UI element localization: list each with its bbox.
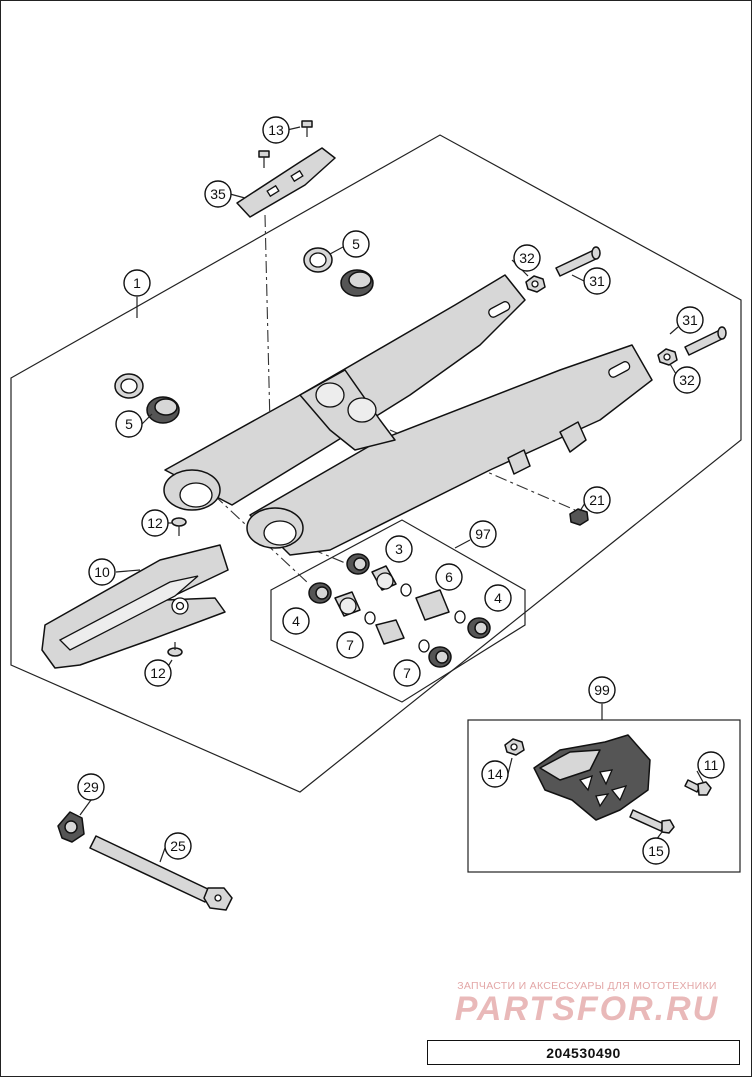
chain-guide-block <box>533 734 651 821</box>
callout-14: 14 <box>481 760 509 788</box>
callout-25: 25 <box>164 832 192 860</box>
kit-99-outline <box>467 719 741 873</box>
callout-13: 13 <box>262 116 290 144</box>
callout-31-upper: 31 <box>583 267 611 295</box>
screw-12-upper <box>171 517 187 536</box>
assembly-line-35 <box>264 214 271 426</box>
callout-7-right: 7 <box>393 659 421 687</box>
callout-32-lower: 32 <box>673 366 701 394</box>
svg-text:13: 13 <box>268 122 284 138</box>
svg-text:29: 29 <box>83 779 99 795</box>
svg-text:25: 25 <box>170 838 186 854</box>
callout-31-lower: 31 <box>676 306 704 334</box>
nut-21 <box>569 508 589 526</box>
svg-text:12: 12 <box>150 665 166 681</box>
callout-1: 1 <box>123 269 151 297</box>
chain-adjuster <box>57 811 85 843</box>
callout-4-left: 4 <box>282 607 310 635</box>
callout-12-lower: 12 <box>144 659 172 687</box>
part-number-box: 204530490 <box>427 1040 740 1065</box>
svg-text:14: 14 <box>487 766 503 782</box>
svg-text:32: 32 <box>679 372 695 388</box>
svg-text:97: 97 <box>475 526 491 542</box>
screw-13a <box>258 150 270 168</box>
cap-5-top <box>303 247 374 297</box>
watermark: ЗАПЧАСТИ И АКСЕССУАРЫ ДЛЯ МОТОТЕХНИКИ PA… <box>432 980 742 1029</box>
svg-text:10: 10 <box>94 564 110 580</box>
svg-text:7: 7 <box>403 665 411 681</box>
svg-text:15: 15 <box>648 843 664 859</box>
screw-12-lower <box>167 642 183 657</box>
callout-5-left: 5 <box>115 410 143 438</box>
callout-3: 3 <box>385 535 413 563</box>
callout-6: 6 <box>435 563 463 591</box>
callout-21: 21 <box>583 486 611 514</box>
chain-slider <box>41 544 229 669</box>
svg-text:31: 31 <box>682 312 698 328</box>
callout-32-upper: 32 <box>513 244 541 272</box>
leader-97 <box>454 539 471 549</box>
watermark-logo: PARTSFOR.RU <box>454 990 720 1028</box>
svg-text:3: 3 <box>395 541 403 557</box>
bolt-11 <box>684 779 712 796</box>
svg-text:4: 4 <box>292 613 300 629</box>
svg-text:32: 32 <box>519 250 535 266</box>
callout-4-right: 4 <box>484 584 512 612</box>
bolt-31-upper <box>555 246 601 277</box>
svg-text:35: 35 <box>210 186 226 202</box>
bolt-31-lower <box>684 326 727 356</box>
callout-97: 97 <box>469 520 497 548</box>
swingarm <box>163 274 653 556</box>
svg-text:6: 6 <box>445 569 453 585</box>
watermark-tagline: ЗАПЧАСТИ И АКСЕССУАРЫ ДЛЯ МОТОТЕХНИКИ <box>457 980 717 992</box>
callout-10: 10 <box>88 558 116 586</box>
screw-13b <box>301 120 313 137</box>
svg-text:21: 21 <box>589 492 605 508</box>
chain-guide <box>236 147 336 218</box>
svg-text:11: 11 <box>704 757 719 773</box>
svg-text:99: 99 <box>594 682 610 698</box>
nut-14 <box>504 738 525 756</box>
nut-32-lower <box>657 348 678 366</box>
bolt-15 <box>629 809 675 834</box>
nut-32-upper <box>525 275 546 293</box>
svg-text:4: 4 <box>494 590 502 606</box>
callout-99: 99 <box>588 676 616 704</box>
callout-7-left: 7 <box>336 631 364 659</box>
kit-1-outline <box>10 134 742 793</box>
svg-text:12: 12 <box>147 515 163 531</box>
svg-text:31: 31 <box>589 273 605 289</box>
svg-text:5: 5 <box>125 416 133 432</box>
cap-5-left <box>114 373 180 424</box>
bushing-kit-parts <box>308 553 491 668</box>
callout-29: 29 <box>77 773 105 801</box>
svg-text:5: 5 <box>352 236 360 252</box>
callout-5-top: 5 <box>342 230 370 258</box>
part-number: 204530490 <box>546 1044 621 1061</box>
callout-15: 15 <box>642 837 670 865</box>
axle <box>89 835 233 911</box>
svg-text:7: 7 <box>346 637 354 653</box>
callout-12-upper: 12 <box>141 509 169 537</box>
kit-97-outline <box>270 519 526 703</box>
callout-leaders <box>79 126 704 863</box>
svg-text:1: 1 <box>133 275 141 291</box>
callout-11: 11 <box>697 751 725 779</box>
callout-35: 35 <box>204 180 232 208</box>
